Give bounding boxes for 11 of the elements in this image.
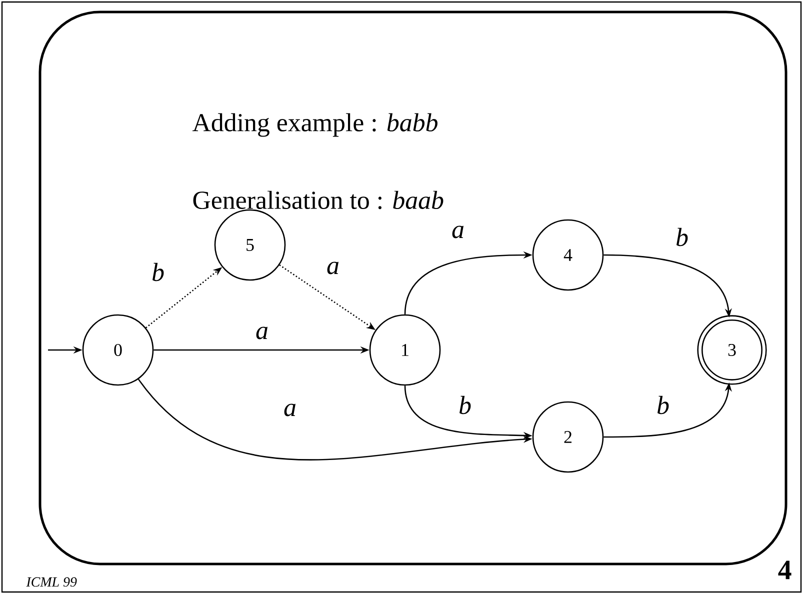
footer-text: ICML 99 — [26, 577, 77, 587]
edge-label: b — [674, 226, 690, 248]
edge-label: b — [656, 394, 670, 416]
edge-label: b — [150, 262, 166, 282]
edge-label: a — [326, 260, 340, 276]
edge-label: a — [450, 224, 466, 240]
edge-label: b — [458, 394, 472, 416]
edge-label: a — [254, 326, 270, 340]
page-number: 4 — [778, 560, 792, 580]
edge-label: a — [282, 402, 298, 418]
heading: Adding example : babb — [192, 113, 438, 137]
